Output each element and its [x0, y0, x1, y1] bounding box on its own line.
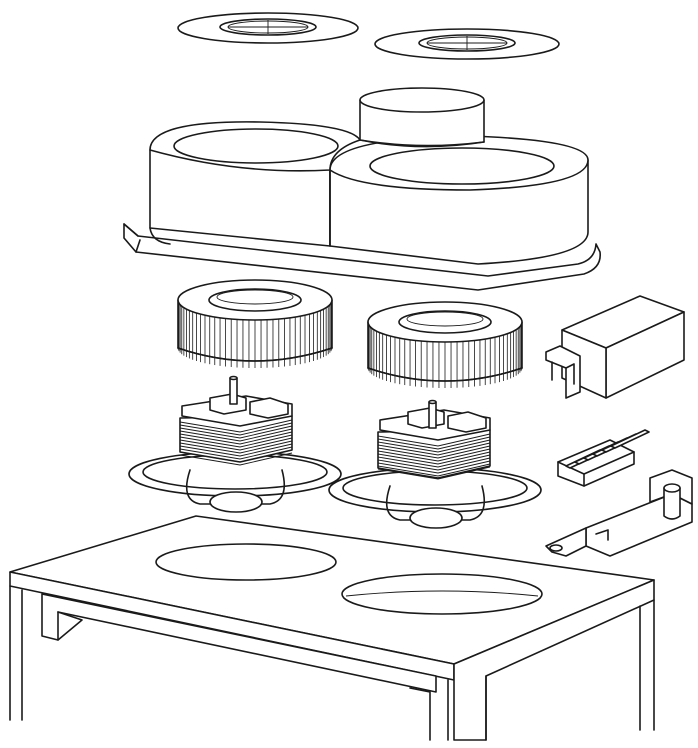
lamination-line	[179, 443, 293, 457]
lamination-line	[377, 463, 491, 477]
lamination-line	[377, 460, 491, 474]
lamination-line	[377, 454, 491, 468]
lamination-line	[179, 425, 293, 439]
heat-sink	[557, 429, 650, 487]
lamination-line	[179, 446, 293, 460]
gasket-left	[177, 12, 359, 44]
lamination-line	[179, 452, 293, 466]
fan-wheel-left	[177, 279, 333, 368]
lamination-line	[179, 431, 293, 445]
lamination-line	[179, 434, 293, 448]
gasket-right	[374, 28, 560, 60]
lamination-line	[377, 457, 491, 471]
motor-right	[328, 399, 542, 529]
lamination-line	[179, 440, 293, 454]
base-cabinet	[9, 515, 655, 741]
motor-left	[128, 375, 342, 513]
lamination-line	[179, 419, 293, 433]
lamination-line	[377, 442, 491, 456]
mounting-bracket	[545, 469, 693, 557]
fan-wheel-right	[367, 301, 523, 388]
lamination-line	[377, 436, 491, 450]
lamination-line	[377, 448, 491, 462]
lamination-line	[377, 433, 491, 447]
control-box	[545, 295, 685, 399]
lamination-line	[179, 437, 293, 451]
lamination-line	[377, 439, 491, 453]
lamination-line	[377, 466, 491, 480]
blower-housing	[123, 87, 601, 291]
lamination-line	[377, 445, 491, 459]
lamination-line	[179, 428, 293, 442]
lamination-line	[179, 449, 293, 463]
heat-sink-fin	[610, 429, 650, 449]
lamination-line	[377, 451, 491, 465]
lamination-line	[179, 422, 293, 436]
